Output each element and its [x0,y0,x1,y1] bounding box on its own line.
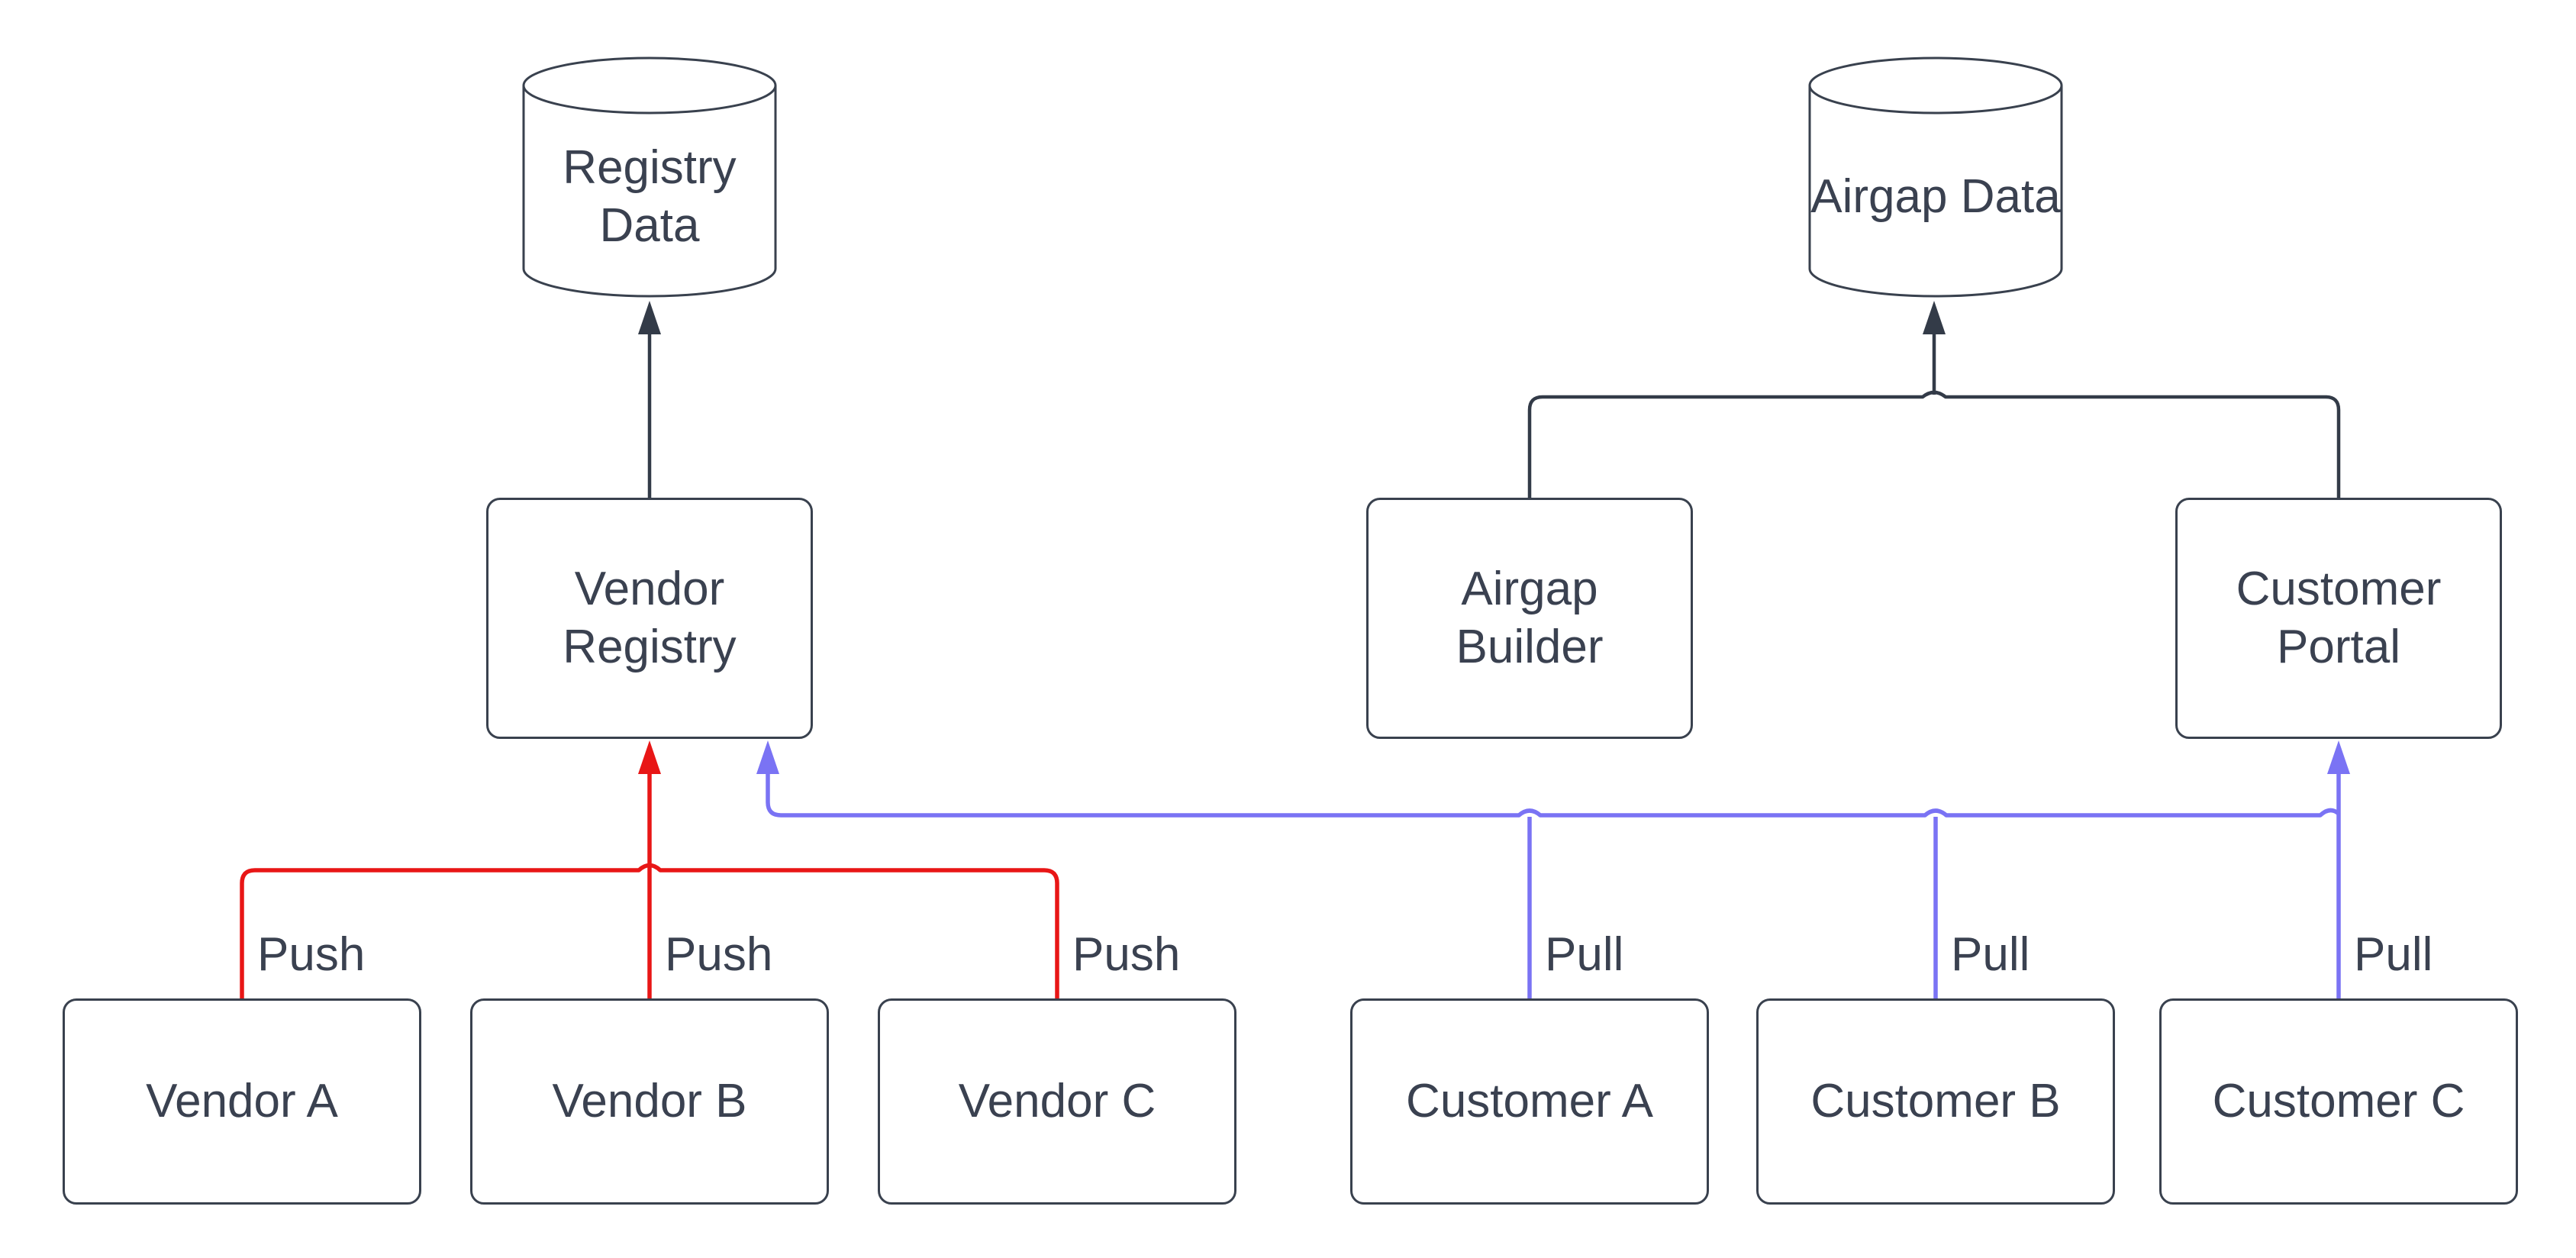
arrowhead-airgap-data [1923,301,1946,334]
customer-b-node: Customer B [1756,998,2115,1205]
pull-label-customer-b: Pull [1951,928,2030,981]
pull-label-customer-a: Pull [1545,928,1624,981]
airgap-data-database: Airgap Data [1807,55,2064,299]
vendor-b-node: Vendor B [470,998,829,1205]
airgap-builder-node: Airgap Builder [1366,498,1693,739]
vendor-b-label: Vendor B [552,1075,747,1127]
arrowhead-pull-customer-portal [2327,740,2350,774]
database-cylinder-icon [1808,56,2063,298]
airgap-data-label: Airgap Data [1810,170,2061,223]
arrowhead-pull-vendor-registry [756,740,779,774]
arrowhead-registry-data [638,301,661,334]
registry-data-label: Registry Data [563,141,737,252]
push-label-vendor-a: Push [257,928,366,981]
database-cylinder-icon [522,56,777,298]
arrowhead-push-vendor-registry [638,740,661,774]
airgap-builder-label: Airgap Builder [1456,563,1604,673]
pull-label-customer-c: Pull [2354,928,2433,981]
customer-a-label: Customer A [1406,1075,1653,1127]
vendor-c-node: Vendor C [878,998,1236,1205]
vendor-a-label: Vendor A [146,1075,338,1127]
customer-c-node: Customer C [2159,998,2518,1205]
push-label-vendor-b: Push [665,928,773,981]
edge-pull-horizontal [766,773,2340,818]
vendor-a-node: Vendor A [63,998,421,1205]
push-label-vendor-c: Push [1072,928,1181,981]
registry-data-database: Registry Data [521,55,778,299]
vendor-registry-label: Vendor Registry [563,563,737,673]
customer-b-label: Customer B [1810,1075,2061,1127]
edge-airgap-builder-portal-tree [1527,390,2341,498]
customer-portal-node: Customer Portal [2175,498,2502,739]
vendor-c-label: Vendor C [958,1075,1156,1127]
customer-portal-label: Customer Portal [2236,563,2442,673]
customer-c-label: Customer C [2212,1075,2465,1127]
customer-a-node: Customer A [1350,998,1709,1205]
vendor-registry-node: Vendor Registry [486,498,813,739]
